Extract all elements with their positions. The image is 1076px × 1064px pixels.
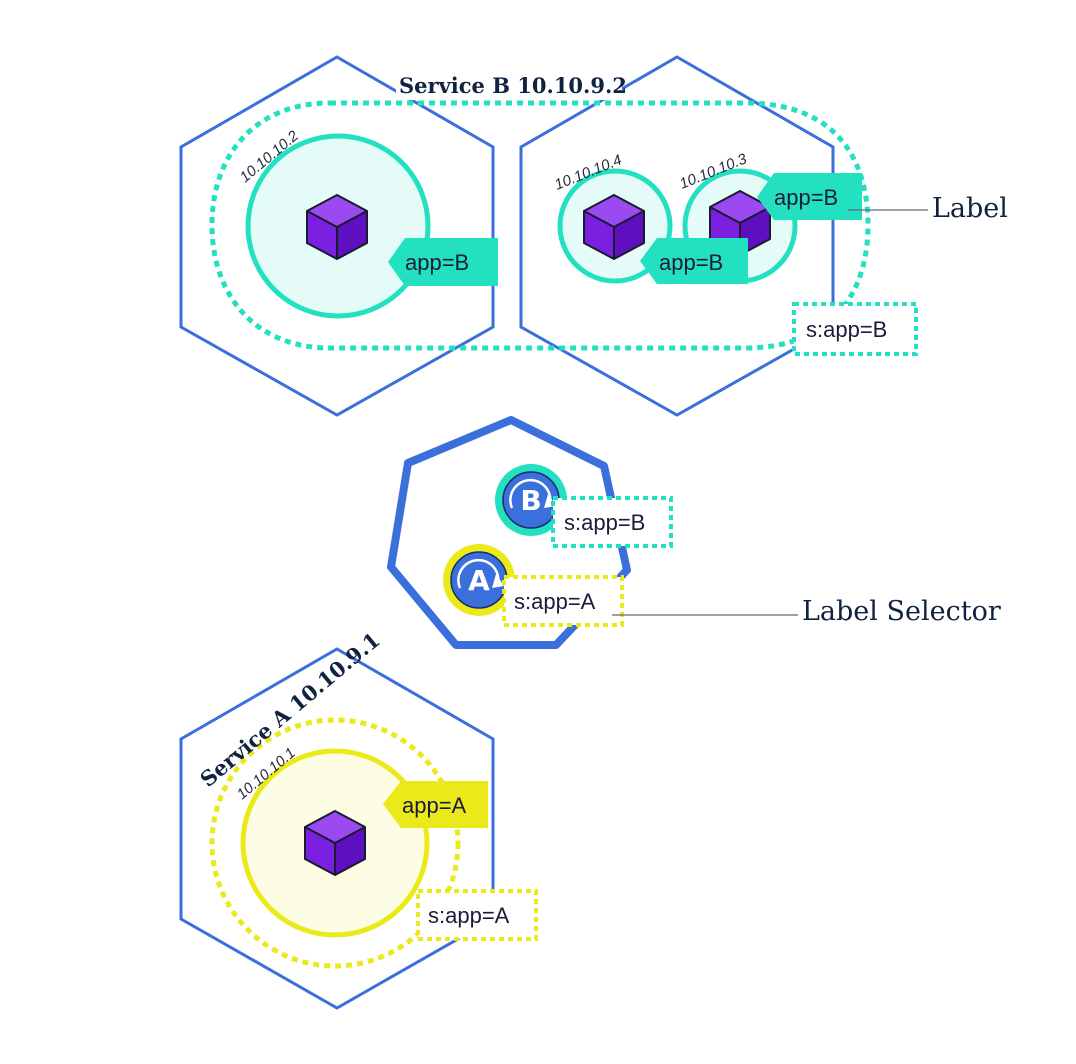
selector-b: s:app=B bbox=[564, 510, 645, 535]
service-b-title: Service B 10.10.9.2 bbox=[399, 73, 627, 98]
node-hexagon-bottom bbox=[179, 647, 495, 1010]
pod-3-label-tag bbox=[757, 173, 862, 220]
service-b-title-bg bbox=[396, 72, 622, 100]
pod-4-label-tag bbox=[640, 238, 748, 284]
node-hexagon-left bbox=[179, 55, 495, 417]
refresh-arrow-head bbox=[492, 574, 504, 588]
pod-4-label: app=B bbox=[659, 250, 723, 275]
node-hexagon-right bbox=[519, 55, 835, 417]
selector-a: s:app=A bbox=[514, 589, 596, 614]
service-b-selector-box bbox=[792, 302, 918, 356]
label-selector-callout: Label Selector bbox=[802, 596, 1001, 627]
pod-a-label: app=A bbox=[402, 793, 467, 818]
service-a-boundary bbox=[209, 717, 461, 969]
refresh-arrows-icon bbox=[457, 558, 500, 589]
service-a-badge-letter: A bbox=[468, 564, 490, 597]
selector-b-box bbox=[551, 496, 673, 548]
selector-a-box bbox=[502, 575, 624, 627]
pod-1-label: app=B bbox=[405, 250, 469, 275]
pod-3-label: app=B bbox=[774, 185, 838, 210]
service-a-selector: s:app=A bbox=[428, 903, 510, 928]
refresh-arrows-icon bbox=[509, 478, 552, 509]
service-a-selector-box bbox=[416, 889, 538, 941]
service-b-badge-letter: B bbox=[520, 484, 541, 517]
pod-a-label-tag bbox=[383, 781, 488, 828]
pod-1-label-tag bbox=[388, 238, 498, 286]
label-callout: Label bbox=[932, 193, 1008, 224]
service-b-selector: s:app=B bbox=[806, 317, 887, 342]
